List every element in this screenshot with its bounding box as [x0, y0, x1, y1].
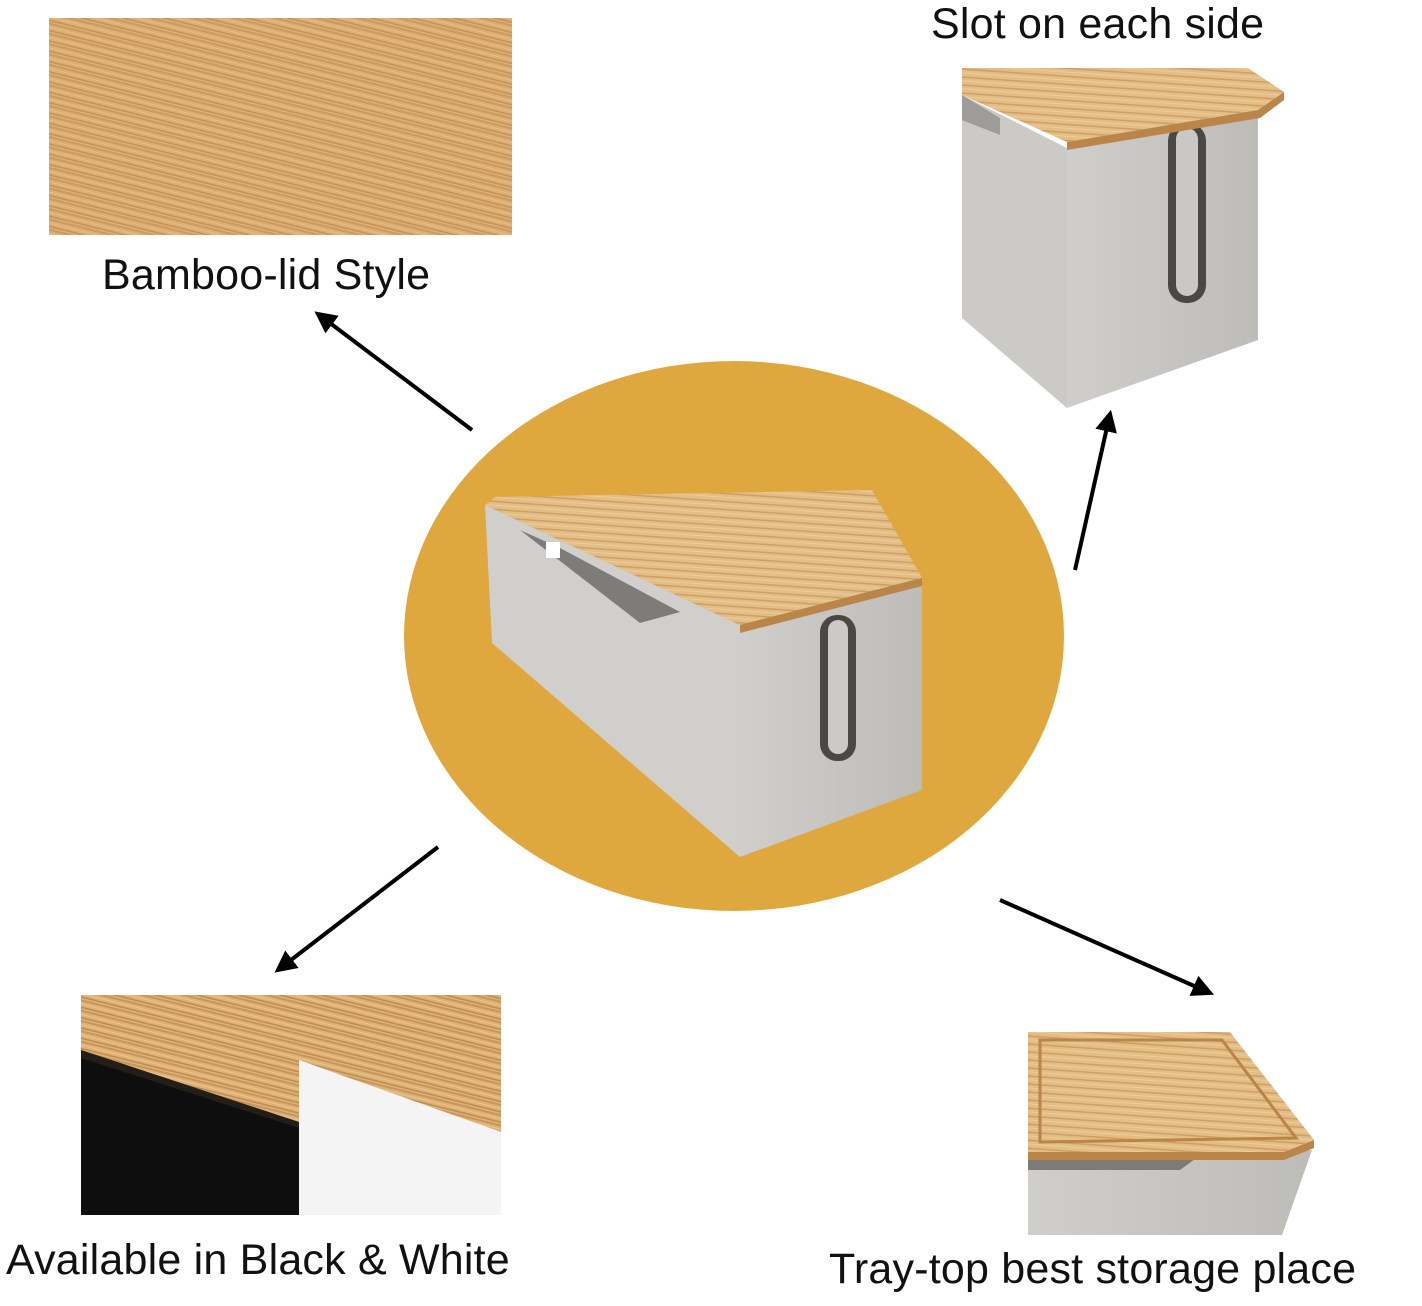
- arrow-down-right-icon: [999, 898, 1215, 996]
- caption-bamboo-lid: Bamboo-lid Style: [102, 251, 431, 299]
- caption-black-white: Available in Black & White: [6, 1236, 510, 1284]
- center-box-image: [485, 490, 922, 857]
- black-white-variant-image: [81, 995, 501, 1215]
- arrow-down-left-icon: [274, 845, 440, 973]
- caption-tray-top: Tray-top best storage place: [829, 1245, 1357, 1293]
- caption-slot-each-side: Slot on each side: [931, 0, 1265, 48]
- tray-top-image: [1028, 1032, 1314, 1235]
- box-side-slot-image: [962, 68, 1284, 408]
- arrow-up-right-icon: [1073, 409, 1117, 571]
- arrow-up-left-icon: [314, 311, 474, 432]
- bamboo-texture-image: [49, 18, 512, 235]
